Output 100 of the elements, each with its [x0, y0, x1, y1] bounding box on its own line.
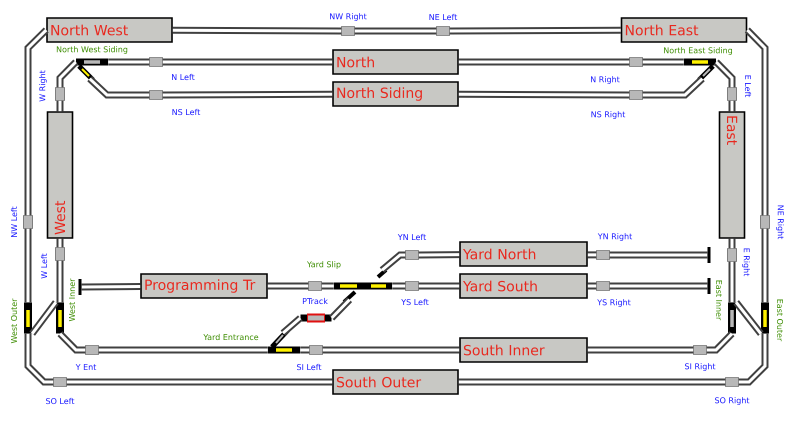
- track-block: East: [718, 111, 746, 239]
- sensor-label: NS Right: [591, 111, 626, 119]
- sensor-label: SO Left: [46, 398, 74, 404]
- track: [762, 228, 768, 302]
- sensor: [341, 26, 355, 36]
- track: [728, 262, 736, 302]
- track: [82, 283, 140, 290]
- sensor-label: YS Right: [597, 299, 631, 307]
- track: [418, 251, 460, 258]
- track: [24, 28, 49, 216]
- track: [610, 282, 708, 290]
- turnout-label: East Outer: [776, 300, 784, 342]
- sensor: [85, 345, 99, 355]
- track: [714, 60, 736, 88]
- sensor: [727, 87, 737, 101]
- buffer-stop: [78, 279, 82, 295]
- turnout: [761, 302, 769, 334]
- track: [162, 58, 332, 66]
- track: [280, 315, 303, 336]
- turnout-label: Yard Slip: [306, 261, 341, 269]
- sensor: [405, 250, 419, 260]
- sensor-label: NE Left: [429, 14, 458, 20]
- sensor: [53, 377, 67, 387]
- track: [56, 100, 64, 112]
- sensor: [596, 281, 610, 291]
- turnout: [76, 58, 108, 82]
- sensor-label: SI Left: [297, 364, 322, 370]
- track: [728, 238, 736, 248]
- turnout-label: East Inner: [716, 280, 722, 320]
- track: [56, 260, 64, 302]
- sensor-label: YN Left: [398, 234, 426, 240]
- track: [162, 90, 332, 98]
- track: [56, 60, 78, 88]
- track: [24, 228, 32, 302]
- sensor: [149, 90, 163, 100]
- turnout-label: West Outer: [10, 298, 18, 344]
- track-block: North Siding: [332, 81, 459, 107]
- sensor-label: SI Right: [685, 363, 716, 371]
- track-block: Yard North: [459, 241, 588, 267]
- track: [588, 251, 596, 258]
- turnout-label: North East Siding: [664, 47, 732, 55]
- track-block: South Outer: [332, 369, 459, 395]
- turnout-label: Yard Entrance: [203, 334, 258, 340]
- track-block: Programming Tr: [140, 273, 268, 299]
- sensor: [760, 215, 770, 229]
- sensor: [727, 248, 737, 262]
- sensor-label: Y Ent: [76, 364, 96, 370]
- sensor: [149, 57, 163, 67]
- sensor-label: N Right: [591, 76, 620, 84]
- track: [588, 282, 596, 290]
- sensor-label: YS Left: [401, 298, 429, 306]
- track: [354, 28, 436, 34]
- sensor: [405, 281, 419, 291]
- uncoupler: [300, 314, 332, 322]
- track: [588, 346, 694, 354]
- track: [706, 331, 734, 354]
- track: [56, 238, 64, 248]
- track-block: South Inner: [459, 337, 588, 363]
- sensor: [23, 215, 33, 229]
- sensor: [725, 377, 739, 387]
- track: [322, 282, 334, 290]
- track: [728, 100, 736, 112]
- sensor-label: PTrack: [302, 298, 328, 304]
- track: [392, 282, 406, 290]
- sensor-label: YN Right: [598, 233, 632, 241]
- buffer-stop: [708, 278, 710, 294]
- track: [66, 378, 332, 386]
- track: [98, 346, 268, 354]
- turnout-label: North West Siding: [56, 46, 128, 54]
- track: [733, 300, 764, 336]
- track: [738, 334, 768, 386]
- sensor-label: E Left: [744, 75, 752, 98]
- sensor-label: NE Right: [776, 205, 784, 240]
- sensor-label: NW Right: [330, 13, 367, 21]
- track: [458, 378, 726, 386]
- track: [58, 331, 86, 354]
- track: [322, 346, 460, 354]
- sensor: [629, 57, 643, 67]
- turnout: [334, 268, 392, 304]
- sensor: [693, 345, 707, 355]
- sensor-label: NS Left: [172, 108, 200, 116]
- sensor: [55, 247, 65, 261]
- sensor: [436, 26, 450, 36]
- track-block: North West: [46, 17, 173, 43]
- sensor-label: NW Left: [10, 206, 18, 237]
- track: [24, 334, 54, 386]
- track-block: West: [46, 111, 74, 239]
- turnout: [684, 58, 716, 82]
- sensor-label: N Left: [172, 74, 195, 80]
- sensor-label: E Right: [742, 248, 750, 276]
- track: [172, 26, 342, 34]
- sensor: [308, 281, 322, 291]
- track: [642, 76, 705, 98]
- sensor: [309, 345, 323, 355]
- track-block: Yard South: [459, 273, 588, 299]
- sensor-label: W Right: [39, 70, 47, 102]
- track: [29, 300, 59, 336]
- track-block: North: [332, 49, 459, 75]
- track: [380, 252, 406, 273]
- sensor-label: W Left: [40, 253, 48, 278]
